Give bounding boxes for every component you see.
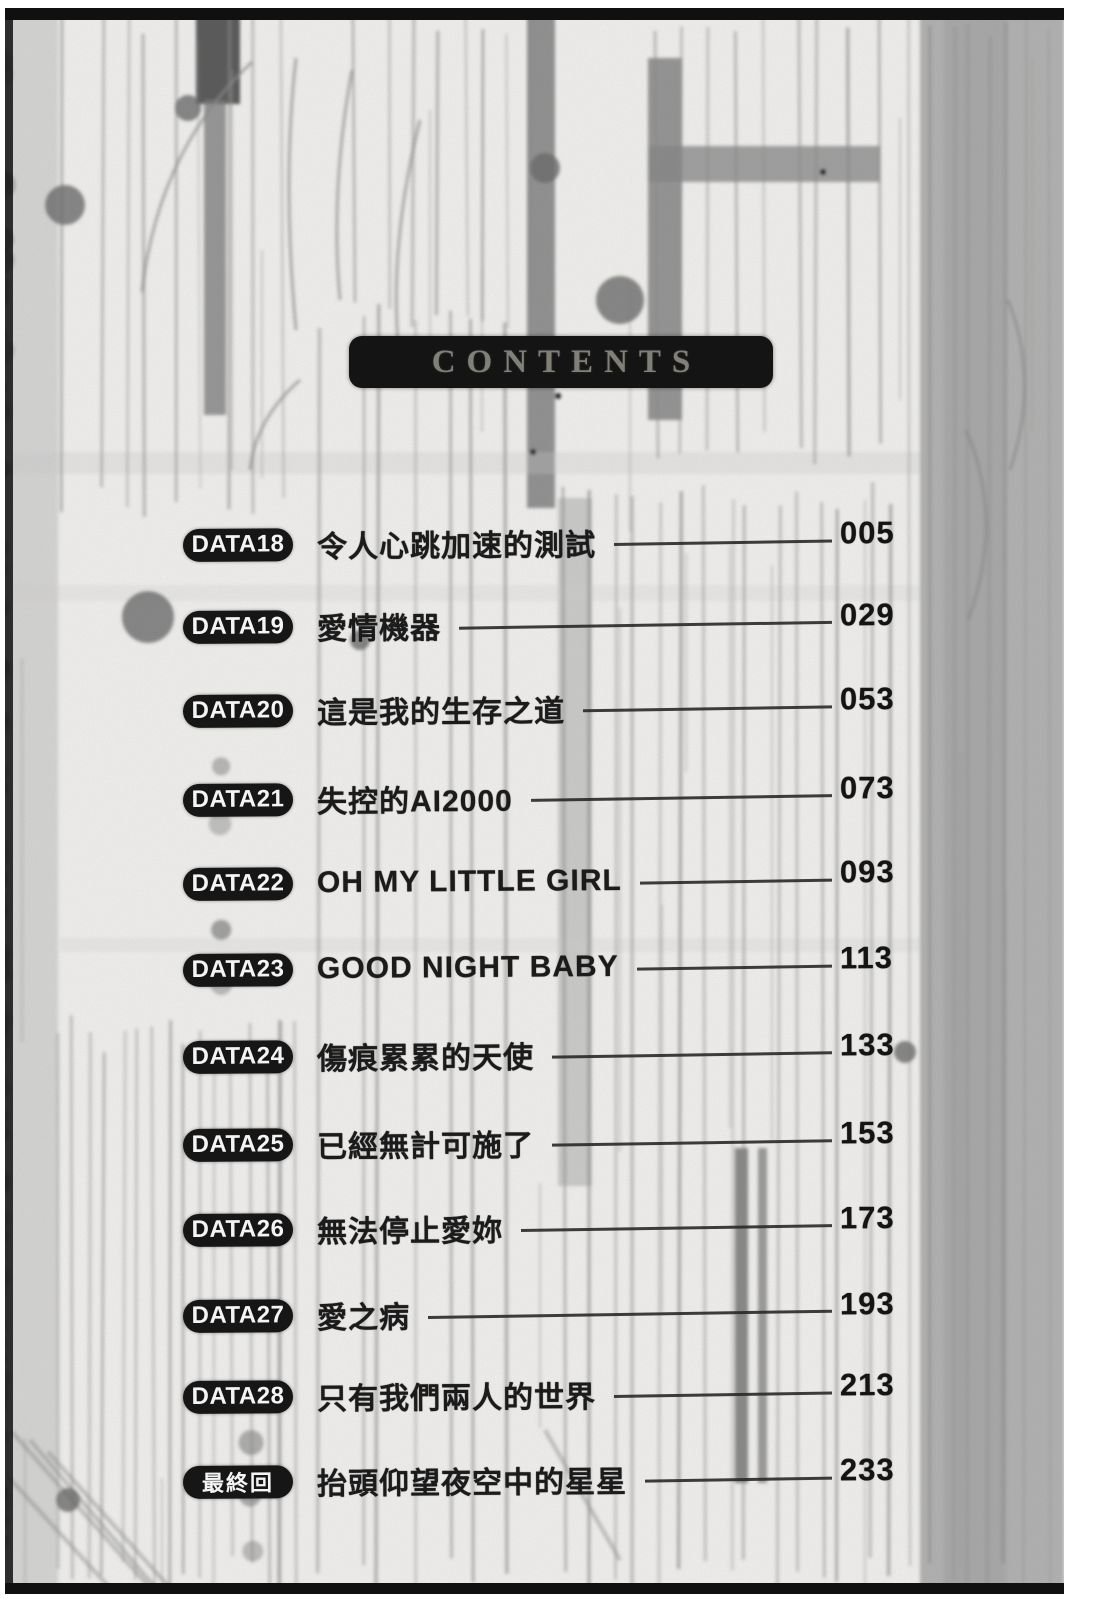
page-number: 233: [839, 1452, 895, 1488]
chapter-badge: DATA18: [182, 527, 294, 562]
scan-border-top: [5, 8, 1064, 20]
leader-line: [551, 1050, 833, 1059]
toc-entry: DATA25 已經無計可施了 153: [182, 1115, 902, 1164]
toc-entry: DATA28 只有我們兩人的世界 213: [182, 1367, 902, 1416]
toc-entry: DATA27 愛之病 193: [182, 1286, 902, 1335]
toc-entry: DATA18 令人心跳加速的測試 005: [182, 515, 902, 564]
leader-line: [530, 793, 832, 802]
toc-entry: DATA22 OH MY LITTLE GIRL 093: [182, 854, 902, 901]
chapter-title: 已經無計可施了: [316, 1129, 535, 1165]
scan-border-left: [5, 8, 13, 1594]
toc-entry: DATA21 失控的AI2000 073: [182, 770, 902, 819]
page-number: 029: [839, 597, 895, 633]
chapter-title: GOOD NIGHT BABY: [316, 949, 619, 986]
chapter-title: 無法停止愛妳: [316, 1214, 504, 1250]
page-number: 193: [839, 1286, 895, 1322]
toc-entry: 最終回 抬頭仰望夜空中的星星 233: [182, 1452, 902, 1501]
leader-line: [613, 539, 833, 546]
chapter-badge: DATA23: [182, 952, 294, 987]
page-margin-right: [1064, 0, 1100, 1599]
chapter-badge: DATA21: [182, 782, 294, 817]
chapter-title: 愛情機器: [316, 612, 442, 647]
toc-entry: DATA20 這是我的生存之道 053: [182, 681, 902, 730]
page-number: 005: [839, 515, 895, 551]
page-number: 073: [839, 770, 895, 806]
chapter-badge: DATA19: [182, 609, 294, 644]
leader-line: [427, 1309, 832, 1319]
leader-line: [520, 1223, 832, 1232]
toc-entry: DATA23 GOOD NIGHT BABY 113: [182, 940, 902, 987]
chapter-badge: 最終回: [182, 1464, 294, 1499]
leader-line: [644, 1476, 833, 1483]
scan-border-bottom: [5, 1583, 1064, 1594]
leader-line: [639, 878, 833, 885]
page-number: 113: [839, 940, 894, 976]
chapter-title: 這是我的生存之道: [316, 695, 566, 731]
toc-entry: DATA24 傷痕累累的天使 133: [182, 1027, 902, 1076]
chapter-title: OH MY LITTLE GIRL: [316, 863, 622, 900]
chapter-badge: DATA24: [182, 1039, 294, 1074]
page-number: 173: [839, 1200, 895, 1236]
chapter-title: 傷痕累累的天使: [316, 1041, 535, 1077]
chapter-badge: DATA22: [182, 866, 294, 901]
chapter-title: 令人心跳加速的測試: [316, 529, 597, 565]
toc-entry: DATA26 無法停止愛妳 173: [182, 1200, 902, 1249]
page-number: 153: [839, 1115, 895, 1151]
leader-line: [582, 704, 833, 712]
leader-line: [636, 964, 833, 971]
chapter-title: 愛之病: [316, 1301, 411, 1336]
page-number: 053: [839, 681, 895, 717]
chapter-badge: DATA20: [182, 693, 294, 728]
page-margin-bottom: [0, 1594, 1100, 1599]
page-number: 213: [839, 1367, 895, 1403]
page-margin-top: [0, 0, 1100, 8]
toc-entry: DATA19 愛情機器 029: [182, 597, 902, 646]
chapter-badge: DATA25: [182, 1127, 294, 1162]
page-margin-left: [0, 0, 5, 1599]
chapter-title: 抬頭仰望夜空中的星星: [316, 1465, 628, 1502]
leader-line: [613, 1391, 833, 1398]
chapter-badge: DATA27: [182, 1298, 294, 1333]
contents-title: CONTENTS: [431, 343, 702, 380]
leader-line: [458, 620, 832, 630]
chapter-title: 只有我們兩人的世界: [316, 1381, 597, 1417]
contents-title-box: CONTENTS: [349, 336, 773, 388]
chapter-badge: DATA28: [182, 1379, 294, 1414]
page-number: 093: [839, 854, 895, 890]
chapter-badge: DATA26: [182, 1212, 294, 1247]
leader-line: [551, 1138, 833, 1147]
page-number: 133: [839, 1027, 895, 1063]
chapter-title: 失控的AI2000: [316, 784, 513, 820]
